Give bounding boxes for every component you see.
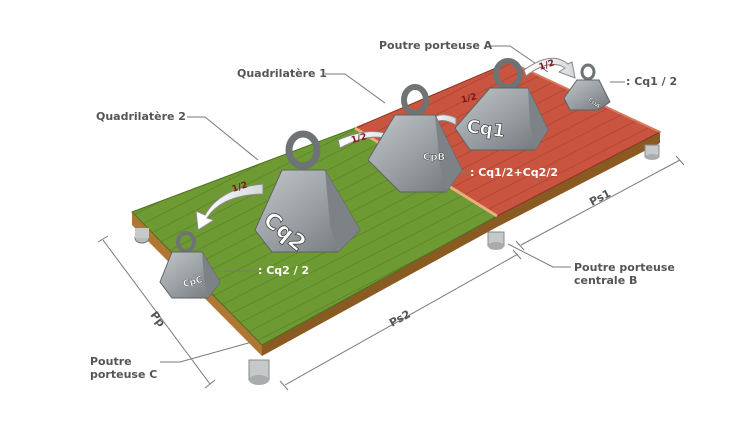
weight-side [435,115,462,192]
weight-side [325,170,360,252]
weight-side [202,252,220,298]
weight-cq1: Cq1 [454,58,549,151]
weight-body [563,79,611,111]
label-beam-b-line2: centrale B [574,274,638,287]
support-foot [135,228,149,238]
arrow-label-half: 1/2 [350,132,368,146]
label-beam-c-line2: porteuse C [90,368,158,381]
support-foot [249,375,269,385]
dim-ps2-label: Ps2 [387,308,413,330]
weight-cpc: CpC [159,231,221,299]
dim-ps1-label: Ps1 [587,187,613,209]
weight-ring [285,130,321,170]
support-foot [488,242,504,250]
dim-ps2-line [284,253,519,386]
label-quadrilateral-1: Quadrilatère 1 [237,67,327,80]
support-foot [645,154,659,160]
label-cq2-half: : Cq2 / 2 [258,264,310,277]
arrow-label-half: 1/2 [538,58,556,72]
beam-front-side-red [497,132,660,227]
dimension-lines [97,155,685,391]
label-beam-b-line1: Poutre porteuse [574,261,675,274]
label-cq1-half: : Cq1 / 2 [626,75,678,88]
label-cq-sum: : Cq1/2+Cq2/2 [470,166,558,179]
label-beam-a: Poutre porteuse A [379,39,493,52]
weight-ring [176,231,196,253]
weight-cpa: CpA [563,63,611,111]
weight-side [528,88,548,150]
weight-label-cpb: CpB [423,152,445,163]
label-beam-c-line1: Poutre [90,355,132,368]
arrow-label-half: 1/2 [460,92,478,106]
dim-pp-label: Pp [148,309,168,330]
arrow-label-half: 1/2 [231,180,249,194]
dim-ps1-line [520,159,681,246]
beam-front-side [262,216,497,356]
dim-pp-line [102,239,211,385]
arrow-cq2-to-c [195,183,264,231]
weight-cpb: CpB [367,84,463,193]
weight-ring [493,58,523,90]
weight-ring [580,63,596,81]
weight-ring [401,84,429,116]
arrow-cq1-to-a [523,57,576,79]
label-quadrilateral-2: Quadrilatère 2 [96,110,186,123]
